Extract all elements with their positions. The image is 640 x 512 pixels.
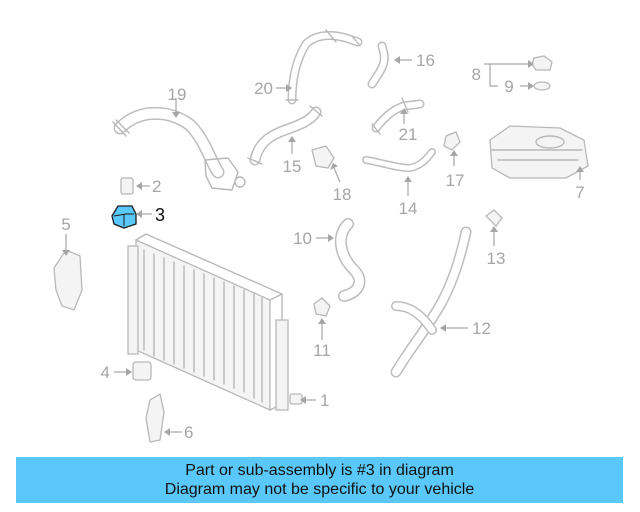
callout-7: 7 (575, 183, 584, 202)
part-20-pipe (285, 29, 363, 105)
parts-diagram: 19 20 15 18 16 21 8 9 17 14 7 2 3 5 10 1… (53, 29, 589, 443)
radiator (127, 233, 289, 412)
callout-labels: 19 20 15 18 16 21 8 9 17 14 7 2 3 5 10 1… (61, 51, 584, 442)
part-12-hose (390, 226, 472, 378)
part-7-expansion-tank (489, 125, 589, 179)
callout-14: 14 (399, 199, 418, 218)
part-15-hose (247, 105, 323, 166)
callout-8: 8 (472, 65, 481, 84)
callout-19: 19 (168, 85, 187, 104)
leader-lines (62, 56, 584, 436)
part-9-seal (533, 81, 551, 91)
callout-16: 16 (416, 51, 435, 70)
part-14-hose (362, 148, 436, 172)
part-18-bracket (311, 145, 335, 169)
callout-2: 2 (152, 177, 161, 196)
part-2-plug (120, 177, 134, 195)
part-16-hose (367, 41, 389, 89)
callout-20: 20 (254, 79, 273, 98)
part-5-bracket (53, 249, 83, 311)
part-10-hose (334, 218, 366, 302)
part-19-hose (112, 106, 246, 191)
part-17-clip (443, 131, 461, 151)
part-13-clip (485, 209, 503, 227)
info-banner: Part or sub-assembly is #3 in diagram Di… (16, 457, 623, 503)
part-11-clamp (313, 297, 331, 317)
callout-6: 6 (184, 423, 193, 442)
banner-line-1: Part or sub-assembly is #3 in diagram (185, 462, 454, 479)
callout-11: 11 (313, 341, 331, 360)
callout-3-highlighted: 3 (155, 205, 165, 225)
part-3-mount-highlighted (111, 205, 137, 229)
callout-18: 18 (333, 185, 352, 204)
callout-4: 4 (101, 363, 110, 382)
callout-15: 15 (283, 157, 302, 176)
callout-1: 1 (320, 391, 329, 410)
banner-line-2: Diagram may not be specific to your vehi… (164, 481, 475, 498)
callout-12: 12 (472, 319, 491, 338)
part-4-mount (132, 361, 152, 381)
part-6-bracket (145, 392, 165, 443)
callout-17: 17 (446, 171, 465, 190)
part-21-hose (371, 97, 425, 135)
callout-9: 9 (504, 77, 513, 96)
part-8-cap (531, 55, 553, 71)
callout-10: 10 (293, 229, 312, 248)
part-1-drain-plug (289, 393, 303, 405)
callout-5: 5 (61, 215, 70, 234)
callout-13: 13 (487, 249, 506, 268)
callout-21: 21 (399, 125, 418, 144)
